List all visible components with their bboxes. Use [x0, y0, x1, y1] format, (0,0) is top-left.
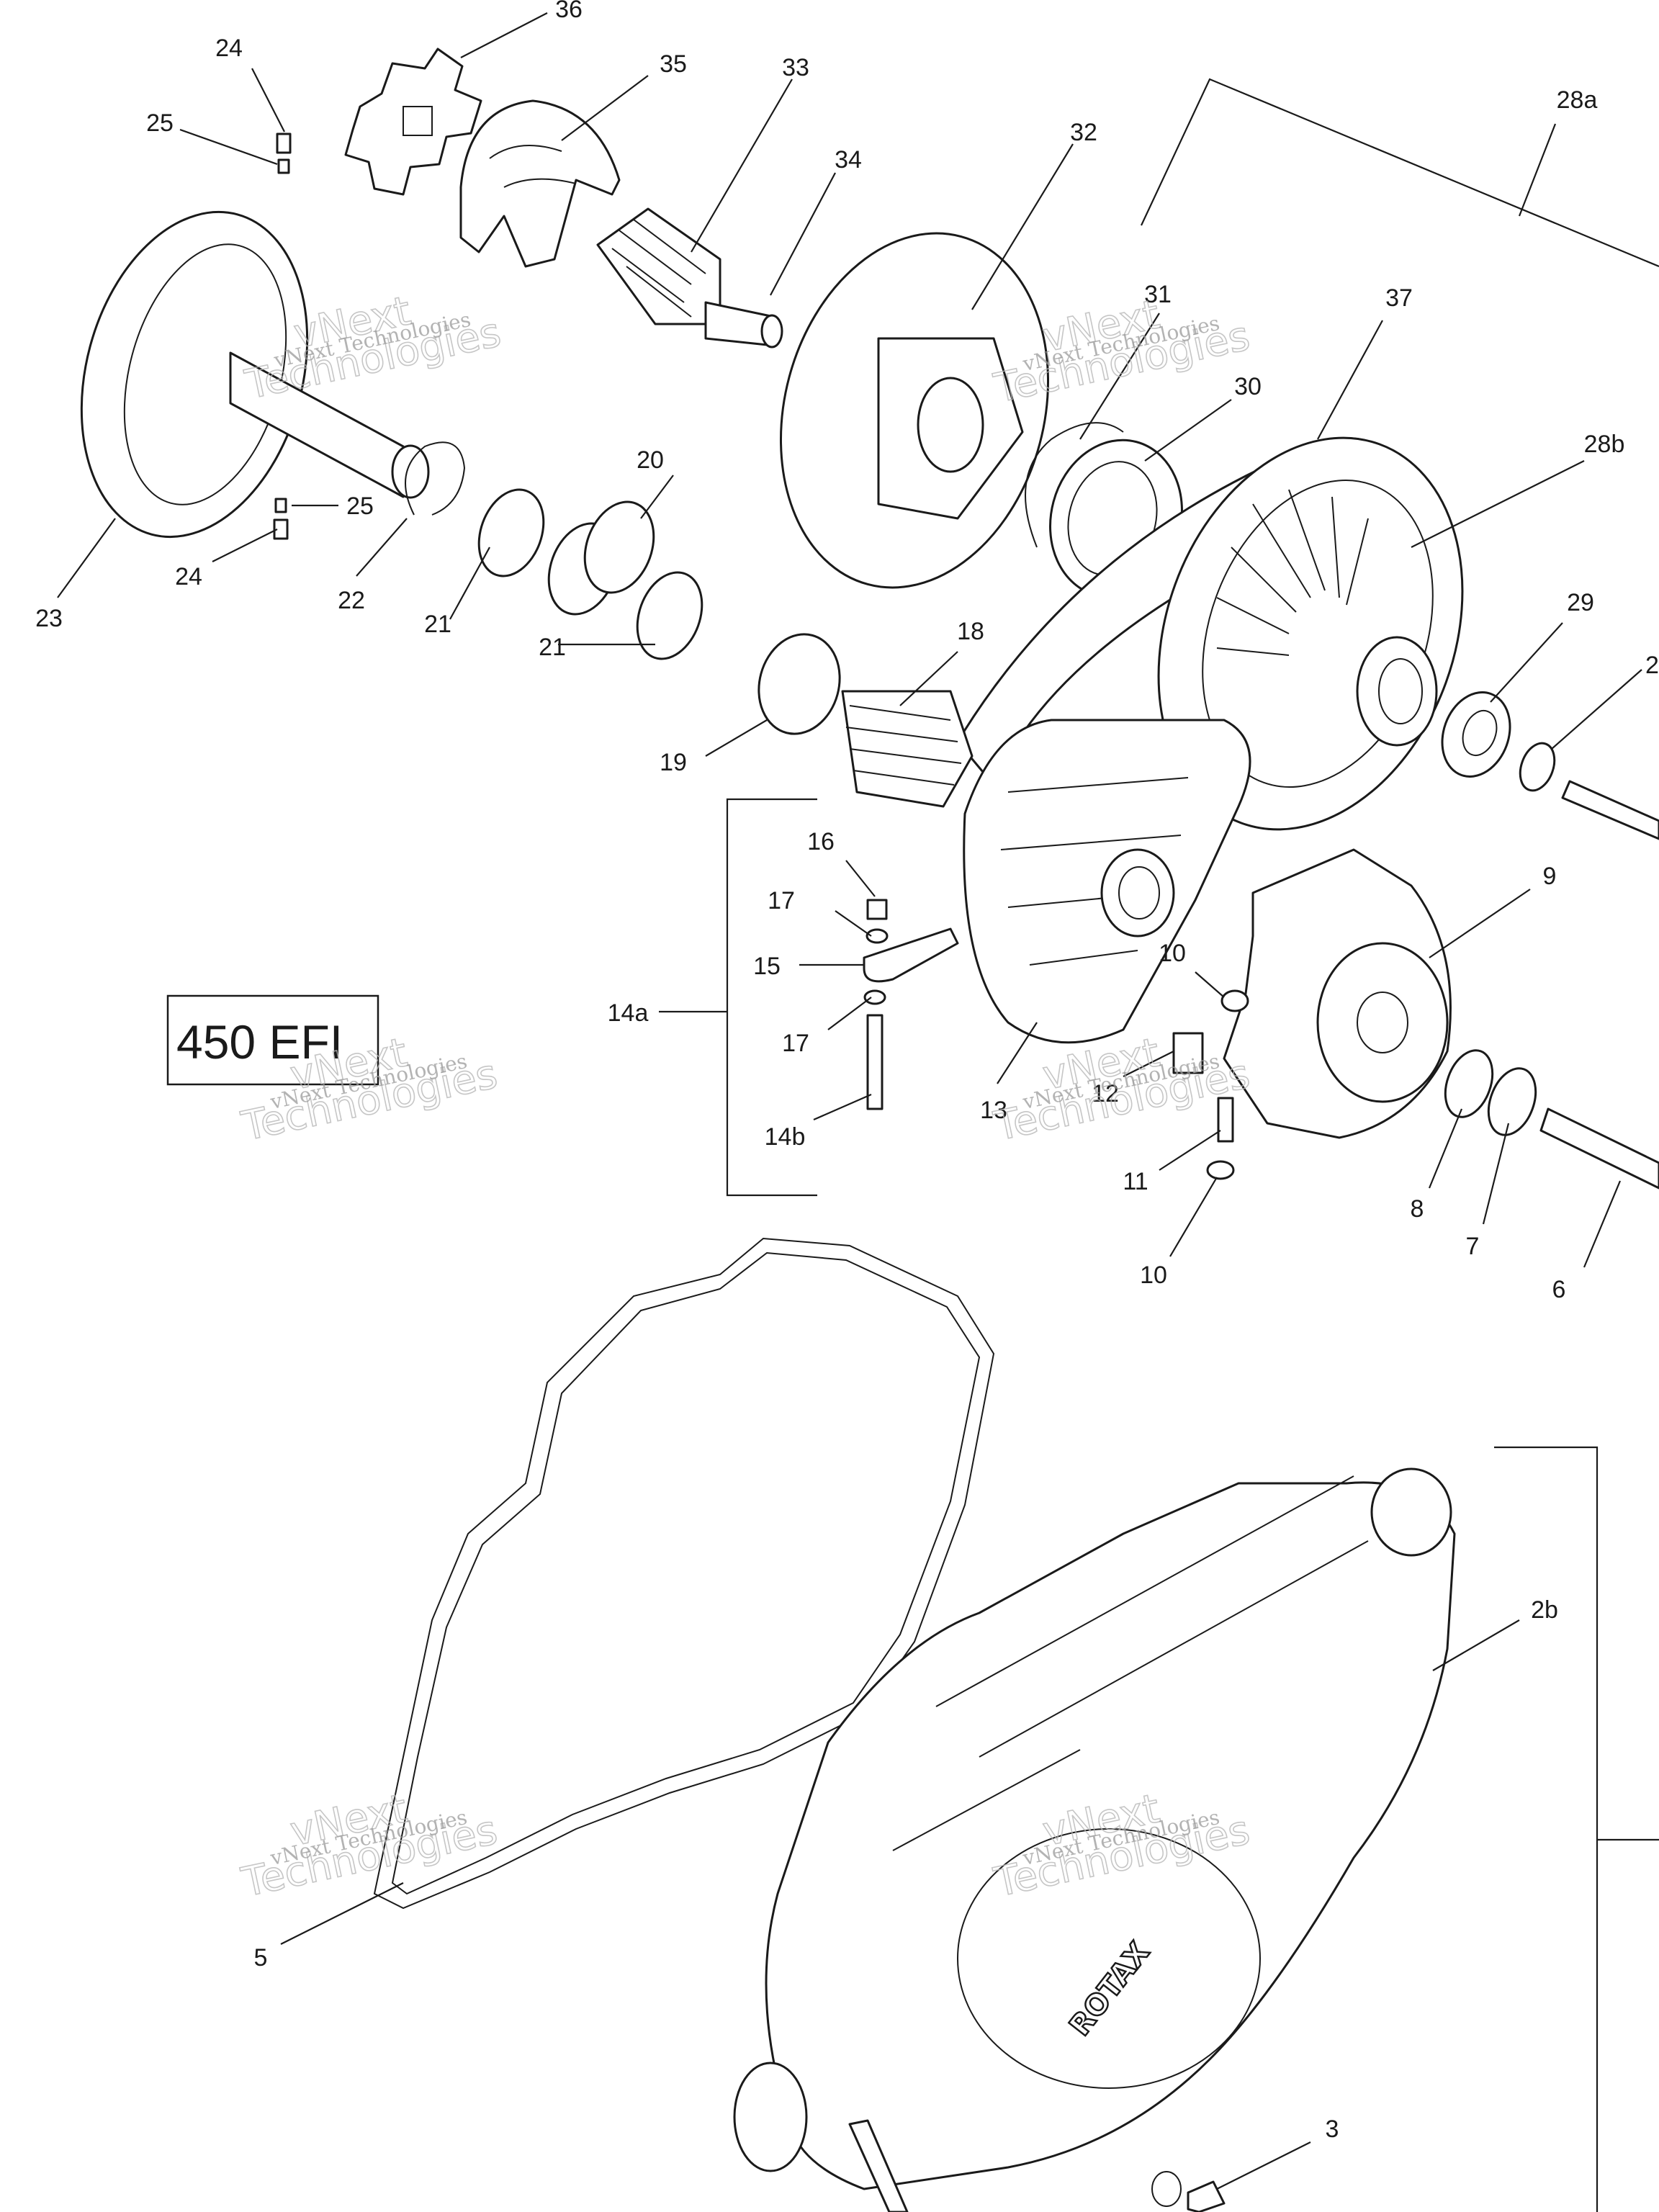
- callout-25-top: 25: [146, 109, 174, 137]
- part-16-nut: [866, 899, 888, 920]
- part-washer-upper: [1519, 742, 1556, 792]
- part-10-cap-top: [1220, 989, 1249, 1012]
- callout-35: 35: [660, 50, 687, 78]
- part-14b-pin: [866, 1014, 884, 1110]
- callout-20: 20: [637, 446, 664, 474]
- callout-37: 37: [1385, 284, 1413, 312]
- callout-31: 31: [1144, 281, 1172, 308]
- watermark-4: vNext Technologies vNext Technologies: [989, 1029, 1254, 1151]
- callout-30: 30: [1234, 373, 1262, 400]
- callout-24-bottom: 24: [175, 563, 202, 590]
- part-21-seal-left: [477, 488, 545, 577]
- callout-2b: 2b: [1531, 1596, 1558, 1624]
- bracket-right-lower: [1494, 1446, 1659, 2212]
- bracket-14a: [659, 798, 817, 1197]
- part-13-housing: [963, 719, 1251, 1044]
- callout-11: 11: [1123, 1168, 1148, 1195]
- part-8-washer: [1444, 1049, 1494, 1118]
- callout-28a: 28a: [1557, 86, 1598, 114]
- callout-6: 6: [1552, 1276, 1566, 1303]
- callout-22: 22: [338, 587, 365, 614]
- callout-7: 7: [1466, 1233, 1480, 1260]
- callout-8: 8: [1411, 1195, 1424, 1223]
- part-25-screw-top: [277, 158, 290, 174]
- callout-32: 32: [1070, 119, 1097, 146]
- callout-15: 15: [753, 953, 781, 980]
- callout-17-top: 17: [768, 887, 795, 914]
- watermark-5: vNext Technologies vNext Technologies: [237, 1785, 502, 1907]
- part-35-ramp: [459, 99, 621, 268]
- part-23-fixed-sheave: [80, 210, 430, 539]
- part-screw-lower: [848, 2119, 909, 2212]
- part-18-spring: [841, 690, 974, 808]
- callout-10-bottom: 10: [1140, 1262, 1167, 1289]
- part-33-spring: [596, 207, 721, 325]
- part-12-bushing: [1172, 1032, 1204, 1074]
- part-17-washer-bottom: [863, 989, 886, 1005]
- part-24-pin-bottom: [273, 518, 289, 540]
- part-20-bushing: [547, 500, 655, 616]
- callout-18: 18: [957, 618, 984, 645]
- bracket-28a: [1141, 78, 1659, 268]
- callout-21-right: 21: [539, 634, 566, 661]
- part-19-seal: [757, 633, 841, 735]
- callout-10-top: 10: [1159, 940, 1186, 967]
- part-o-ring: [1151, 2171, 1182, 2207]
- part-9-cam-arm: [1223, 848, 1452, 1139]
- callout-25-bottom: 25: [346, 493, 374, 520]
- part-shaft-upper: [1561, 780, 1659, 840]
- callout-labels: 36 35 33 34 32 28a 24 25 25 24 23 22 21 …: [35, 0, 1659, 2143]
- part-17-washer-top: [866, 928, 889, 944]
- callout-24-top: 24: [215, 35, 243, 62]
- callout-23: 23: [35, 605, 63, 632]
- part-15-lever: [863, 927, 959, 983]
- part-29-bearing: [1441, 691, 1511, 778]
- model-label: 450 EFI: [176, 1015, 343, 1069]
- part-5-gasket: [373, 1237, 995, 1910]
- part-2b-cover: ROTAX: [733, 1467, 1456, 2190]
- callout-28b: 28b: [1584, 431, 1625, 458]
- callout-14a: 14a: [608, 999, 649, 1027]
- callout-17-bottom: 17: [782, 1030, 809, 1057]
- model-label-box: 450 EFI: [166, 994, 379, 1086]
- callout-3: 3: [1326, 2116, 1339, 2143]
- part-24-pin-top: [276, 132, 292, 154]
- part-25-screw-bottom: [274, 498, 287, 513]
- callout-2: 2: [1645, 652, 1659, 679]
- callout-12: 12: [1092, 1080, 1119, 1107]
- part-31-ring: [1025, 422, 1124, 548]
- callout-36: 36: [555, 0, 583, 23]
- part-22-circlip: [405, 441, 466, 516]
- part-32-movable-sheave: [779, 232, 1050, 589]
- watermark-6: vNext Technologies vNext Technologies: [989, 1785, 1254, 1907]
- callout-13: 13: [980, 1097, 1007, 1124]
- callout-16: 16: [807, 828, 835, 855]
- callout-33: 33: [782, 54, 809, 81]
- callout-5: 5: [254, 1944, 268, 1972]
- part-21-seal-right: [636, 571, 703, 660]
- part-10-cap-bottom: [1206, 1160, 1235, 1180]
- leader-lines: [57, 12, 1642, 2190]
- part-3-plug: [1187, 2180, 1226, 2212]
- callout-29: 29: [1567, 589, 1594, 616]
- callout-9: 9: [1543, 863, 1557, 890]
- callout-34: 34: [835, 146, 862, 174]
- part-6-bolt: [1539, 1107, 1659, 1190]
- part-36-spider: [344, 48, 482, 196]
- callout-14b: 14b: [765, 1123, 806, 1151]
- callout-21-left: 21: [424, 611, 451, 638]
- part-11-pin: [1217, 1097, 1234, 1143]
- part-7-washer: [1487, 1067, 1537, 1136]
- callout-19: 19: [660, 749, 687, 776]
